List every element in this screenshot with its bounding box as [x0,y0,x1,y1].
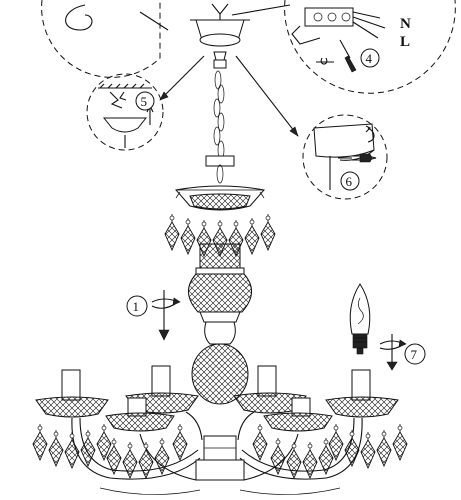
step-7-indicator: 7 [349,283,426,371]
candle-sleeve [151,365,171,397]
canopy-screw-callout: 6 [302,114,388,200]
mounting-callout: 5 [86,73,164,151]
candle-sleeve [61,369,81,401]
candle-sleeve [257,365,277,397]
chain [205,59,235,184]
wire-l-label: L [400,34,410,50]
down-arrow-icon [158,329,170,341]
step-6-badge [340,171,360,191]
screwdriver-icon [339,39,357,73]
central-stem [188,243,252,405]
step-1-indicator: 1 [126,290,181,341]
step-1-number: 1 [133,299,140,314]
step-7-badge [404,343,426,365]
leader-lines [159,55,299,137]
candle-sleeve [351,369,371,401]
wire-n-label: N [400,16,411,32]
rotate-arrow-icon [151,290,181,336]
step-7-number: 7 [411,347,418,362]
wiring-callout: N L 4 [284,0,456,94]
step-6-number: 6 [346,174,353,189]
hook-icon [65,4,93,31]
bulb-icon [349,283,371,355]
step-4-badge [360,48,380,68]
step-5-number: 5 [141,94,148,109]
upper-crystal-bowl [164,185,276,257]
terminal-block [304,7,354,27]
lower-arm-assembly [32,365,408,495]
callout-top-left [41,0,169,78]
step-5-badge [135,91,155,111]
step-1-badge [126,295,148,317]
ceiling-canopy [190,3,291,61]
step-4-number: 4 [366,51,373,66]
